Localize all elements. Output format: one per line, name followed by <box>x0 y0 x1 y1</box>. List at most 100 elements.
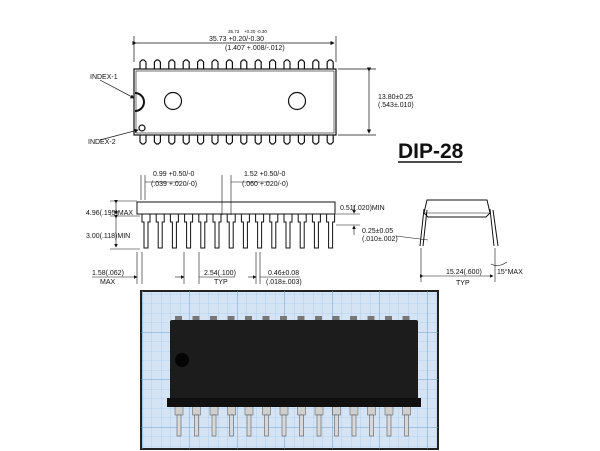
pin-top <box>139 59 147 69</box>
lead-side <box>169 214 179 249</box>
pin-top <box>269 59 277 69</box>
pin-bottom <box>182 135 190 145</box>
photo-pin-top <box>297 316 305 321</box>
ejector-mark-right <box>287 91 307 111</box>
lead-side <box>269 214 279 249</box>
ejector-mark-left <box>163 91 183 111</box>
photo-pin-top <box>262 316 270 321</box>
photo-pin-lead <box>334 414 339 437</box>
lead-side <box>255 214 265 249</box>
photo-pin-lead <box>386 414 392 437</box>
lead-width: 0.46±0.08 <box>268 270 299 277</box>
lead-thickness: 0.25±0.05 <box>362 228 393 235</box>
lead-side <box>184 214 194 249</box>
index-notch <box>134 92 145 112</box>
pin-bottom <box>297 135 305 145</box>
row-spacing-note: TYP <box>456 280 470 287</box>
pin-top <box>240 59 248 69</box>
photo-pin-lead <box>194 414 199 437</box>
pin-bottom <box>225 135 233 145</box>
photo-pin-lead <box>299 414 304 437</box>
photo-pins <box>174 316 411 437</box>
pin-top <box>182 59 190 69</box>
photo-pin-top <box>175 316 182 321</box>
pin-top <box>254 59 262 69</box>
package-body-side <box>136 201 336 215</box>
pin-bottom <box>168 135 176 145</box>
top-pins <box>139 59 334 145</box>
photo-pin-lead <box>369 414 374 437</box>
side-leads <box>141 214 336 249</box>
dim-d2-in: (.060 +.020/-0) <box>242 181 288 188</box>
chip-photo <box>140 290 439 450</box>
pin-bottom <box>254 135 262 145</box>
photo-pin-top <box>332 316 340 321</box>
index-dot <box>138 124 146 132</box>
width-dim-in: (.543±.010) <box>378 102 414 109</box>
length-dim-main: 35.73 <box>228 29 240 34</box>
photo-pin-lead <box>176 414 182 437</box>
lead-side <box>141 214 151 249</box>
photo-pin-top <box>210 316 217 321</box>
pin-top <box>283 59 291 69</box>
lead-side <box>297 214 307 249</box>
pin-bottom <box>269 135 277 145</box>
row-spacing: 15.24(.600) <box>446 269 482 276</box>
pitch: 2.54(.100) <box>204 270 236 277</box>
lead-angle: 15°MAX <box>497 268 523 276</box>
photo-pin-top <box>227 316 235 321</box>
dim-d1: 0.99 +0.50/-0 <box>153 171 195 178</box>
end-lead: 1.58(.062) <box>92 270 124 277</box>
lead-side <box>155 214 165 249</box>
pin-top <box>297 59 305 69</box>
pin-top <box>326 59 334 69</box>
length-tol: +0.20 -0.30 <box>244 29 267 34</box>
pin-bottom <box>283 135 291 145</box>
lead-side <box>240 214 250 249</box>
photo-pin-lead <box>264 414 269 437</box>
pin-top <box>168 59 176 69</box>
photo-pin-lead <box>211 414 217 437</box>
chip-body <box>170 320 418 404</box>
end-view <box>395 199 508 282</box>
lead-side <box>311 214 321 249</box>
pin-top <box>225 59 233 69</box>
pin-top <box>211 59 219 69</box>
length-dim-in: (1.407 +.008/-.012) <box>225 45 285 52</box>
lead-thickness-in: (.010±.002) <box>362 236 398 243</box>
height-max: 4.96(.195)MAX <box>86 210 133 217</box>
package-body-end <box>423 199 491 218</box>
pin-top <box>153 59 161 69</box>
photo-pin-lead <box>404 414 409 437</box>
photo-pin-top <box>350 316 357 321</box>
end-lead-note: MAX <box>100 279 116 286</box>
photo-pin-top <box>402 316 410 321</box>
photo-pin-lead <box>316 414 322 437</box>
package-title: DIP-28 <box>398 140 464 163</box>
pin-bottom <box>139 135 147 145</box>
end-lead-left <box>419 208 428 247</box>
width-dim: 13.80±0.25 <box>378 94 413 101</box>
photo-pin-lead <box>351 414 357 437</box>
end-lead-right <box>489 208 499 247</box>
top-view <box>99 36 376 145</box>
chip-index-notch <box>175 353 189 367</box>
standoff: 0.51(.020)MIN <box>340 205 385 212</box>
dim-d1-in: (.039 +.020/-0) <box>151 181 197 188</box>
photo-pin-lead <box>281 414 287 437</box>
dim-d2: 1.52 +0.50/-0 <box>244 171 286 178</box>
pin-bottom <box>326 135 334 145</box>
lead-min: 3.00(.118)MIN <box>86 233 130 240</box>
pitch-note: TYP <box>214 279 228 286</box>
pin-bottom <box>240 135 248 145</box>
photo-pin-top <box>385 316 392 321</box>
photo-pin-lead <box>229 414 234 437</box>
photo-pin-lead <box>246 414 252 437</box>
pin-bottom <box>211 135 219 145</box>
lead-width-in: (.018±.003) <box>266 279 302 286</box>
side-view <box>92 175 360 284</box>
index2-label: INDEX-2 <box>88 139 116 146</box>
pin-bottom <box>153 135 161 145</box>
